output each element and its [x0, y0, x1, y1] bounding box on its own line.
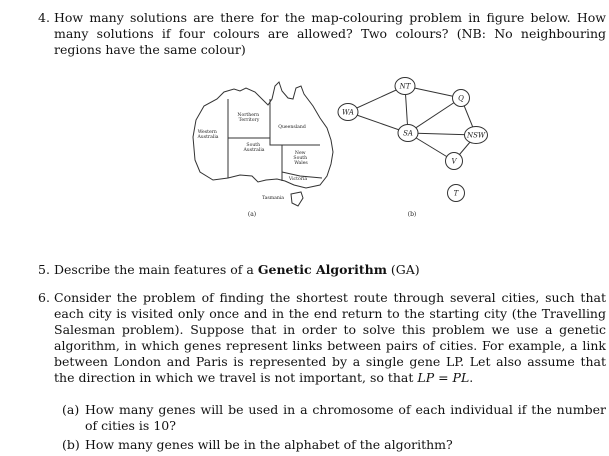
- node-label-sa: SA: [403, 130, 413, 138]
- label-nsw-line1: New: [295, 150, 306, 156]
- node-label-nt: NT: [399, 83, 412, 91]
- node-v: [445, 152, 463, 170]
- figure: Northern Territory Queensland Western Au…: [192, 77, 488, 218]
- node-nsw: [464, 126, 488, 144]
- question-6b: (b) How many genes will be in the alphab…: [62, 437, 606, 453]
- question-5-post: (GA): [386, 262, 420, 277]
- label-wa-line1: Western: [198, 129, 217, 135]
- border-sa-q: [269, 138, 320, 146]
- question-5-bold: Genetic Algorithm: [257, 262, 387, 277]
- node-label-v: V: [451, 158, 457, 166]
- label-western-australia: Western Australia: [196, 129, 218, 140]
- label-t-line1: Tasmania: [262, 195, 284, 201]
- label-nsw-line3: Wales: [294, 160, 308, 166]
- label-nsw-line2: South: [293, 155, 307, 161]
- label-tasmania: Tasmania: [262, 195, 284, 201]
- node-nt: [394, 77, 416, 95]
- label-nt-line1: Northern: [237, 112, 259, 118]
- question-6a-text: How many genes will be used in a chromos…: [85, 402, 606, 433]
- node-t: [447, 184, 465, 202]
- question-5: 5. Describe the main features of a Genet…: [38, 262, 606, 278]
- question-4-number: 4.: [38, 10, 50, 25]
- node-label-nsw: NSW: [466, 132, 486, 140]
- edge-wa-sa: [347, 111, 409, 134]
- edge-wa-nt: [347, 85, 406, 113]
- caption-b: (b): [408, 211, 417, 218]
- australia-outline: [192, 81, 334, 189]
- australia-map: [192, 81, 334, 207]
- label-nt-line2: Territory: [239, 117, 260, 123]
- node-q: [452, 89, 470, 107]
- question-6-number: 6.: [38, 290, 50, 305]
- label-q-line1: Queensland: [278, 124, 306, 130]
- label-victoria: Victoria: [288, 176, 308, 182]
- formula-eq: =: [434, 370, 453, 385]
- tasmania-outline: [290, 191, 304, 207]
- question-5-number: 5.: [38, 262, 50, 277]
- question-6: 6. Consider the problem of finding the s…: [38, 290, 606, 386]
- formula-lhs: LP: [417, 370, 435, 385]
- question-6b-label: (b): [62, 437, 80, 452]
- label-new-south-wales: New South Wales: [293, 150, 308, 166]
- question-5-pre: Describe the main features of a: [54, 262, 258, 277]
- label-south-australia: South Australia: [242, 142, 264, 153]
- border-nsw-v: [281, 171, 323, 179]
- label-sa-line2: Australia: [242, 147, 264, 153]
- node-label-t: T: [454, 190, 460, 198]
- question-6-text: Consider the problem of finding the shor…: [54, 290, 606, 386]
- question-6a: (a) How many genes will be used in a chr…: [62, 402, 606, 434]
- formula-end: .: [469, 370, 474, 385]
- question-6-body: Consider the problem of finding the shor…: [54, 290, 606, 385]
- caption-a: (a): [248, 211, 256, 218]
- node-wa: [337, 103, 359, 121]
- label-sa-line1: South: [246, 142, 260, 148]
- question-4-text: How many solutions are there for the map…: [54, 10, 606, 57]
- graph-node-labels: WA NT Q SA NSW V T: [342, 83, 486, 198]
- question-6b-text: How many genes will be in the alphabet o…: [85, 437, 453, 452]
- node-sa: [397, 124, 419, 142]
- label-queensland: Queensland: [278, 124, 306, 130]
- graph-nodes: [337, 77, 488, 202]
- formula-rhs: PL: [452, 370, 470, 385]
- question-6a-label: (a): [62, 402, 80, 417]
- question-4: 4. How many solutions are there for the …: [38, 10, 606, 58]
- label-v-line1: Victoria: [288, 176, 308, 182]
- question-5-text: Describe the main features of a Genetic …: [54, 262, 606, 278]
- node-label-q: Q: [458, 95, 464, 103]
- label-wa-line2: Australia: [196, 134, 218, 140]
- map-labels: Northern Territory Queensland Western Au…: [196, 112, 308, 201]
- edge-sa-q: [407, 97, 462, 134]
- label-northern-territory: Northern Territory: [237, 112, 260, 123]
- node-label-wa: WA: [342, 109, 354, 117]
